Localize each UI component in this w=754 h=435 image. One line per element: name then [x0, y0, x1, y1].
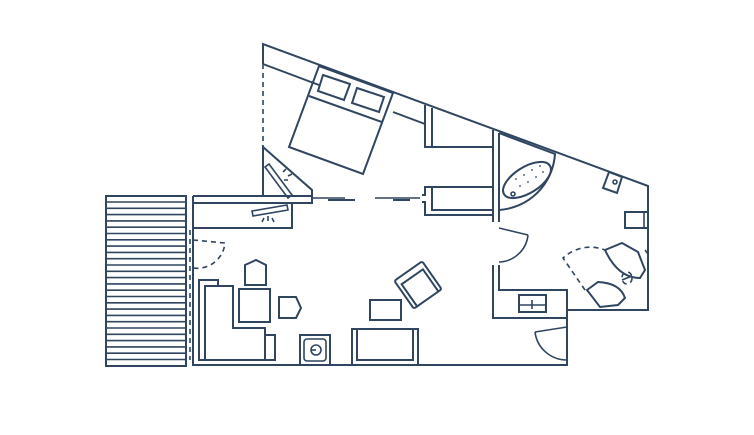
tub-jet — [527, 181, 529, 183]
walls — [189, 42, 649, 366]
tub-jet — [523, 174, 525, 176]
bed — [287, 64, 395, 176]
coffee-table — [238, 288, 271, 323]
sofa — [198, 279, 276, 361]
armchairs — [585, 241, 649, 309]
lamps — [251, 162, 294, 223]
side-table — [369, 299, 402, 321]
bathtub — [498, 132, 557, 211]
tub-jet — [531, 169, 533, 171]
balcony — [105, 195, 187, 367]
safe — [299, 334, 331, 366]
tub-jet — [535, 176, 537, 178]
chair — [278, 296, 303, 319]
doors — [192, 227, 606, 361]
tub-jet — [519, 185, 521, 187]
pillow — [316, 73, 352, 102]
tub-jet — [515, 178, 517, 180]
chair — [244, 258, 267, 286]
armchair — [394, 261, 442, 309]
cabinet — [624, 211, 649, 229]
desk — [351, 328, 419, 366]
tub-jet — [539, 165, 541, 167]
pillow — [350, 86, 386, 114]
toilet — [601, 170, 624, 195]
sink — [518, 294, 547, 313]
tub-jet — [542, 171, 544, 173]
